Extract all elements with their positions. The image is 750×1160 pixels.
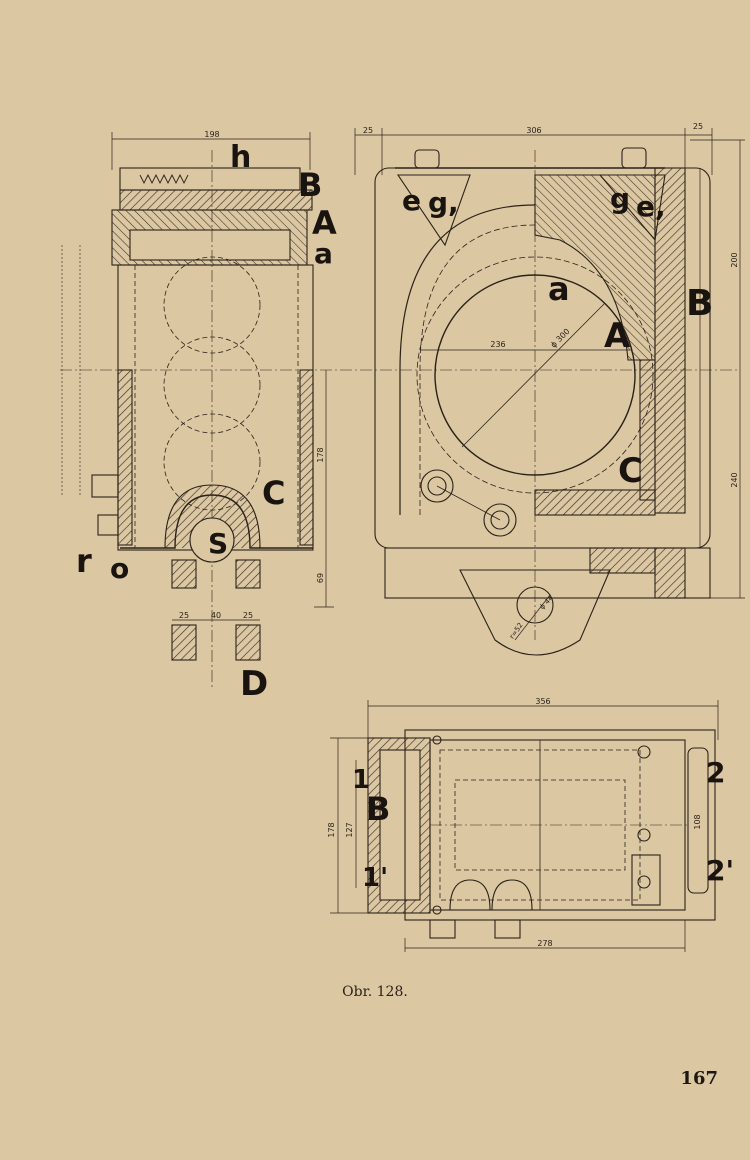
dim-front-height-bottom: 240 (730, 472, 739, 487)
dim-foot-left: 25 (179, 611, 189, 620)
page-number: 167 (680, 1068, 718, 1089)
label-side-D: D (240, 664, 268, 704)
dim-foot-gap: 40 (211, 611, 221, 620)
label-front-e-right: e, (636, 190, 666, 223)
label-side-S: S (208, 527, 228, 560)
dim-side-height-low: 69 (316, 573, 325, 583)
label-side-h: h (230, 140, 251, 175)
dim-front-chord: 236 (490, 340, 505, 349)
label-front-B: B (686, 283, 713, 324)
label-plan-2-prime: 2' (706, 854, 734, 887)
dim-plan-height-inner: 127 (345, 822, 354, 837)
label-front-A: A (604, 316, 631, 356)
figure-caption: Obr. 128. (342, 984, 408, 1000)
dim-plan-height-outer: 178 (327, 822, 336, 837)
dim-side-width-top: 198 (204, 130, 219, 139)
front-view (354, 128, 745, 656)
label-front-a: a (548, 270, 570, 308)
dim-plan-width-top: 356 (535, 697, 550, 706)
label-plan-B: B (366, 790, 390, 828)
label-side-r: r (76, 542, 92, 580)
label-plan-1-prime: 1' (362, 863, 388, 893)
label-side-B: B (298, 166, 322, 204)
dim-plan-width-bottom: 278 (537, 939, 552, 948)
label-front-g-left: g, (428, 186, 459, 219)
side-view (60, 132, 360, 690)
dim-side-height-mid: 178 (316, 447, 325, 462)
dim-front-width-top: 306 (526, 126, 541, 135)
label-front-g-right: g (610, 182, 630, 215)
label-side-C: C (262, 474, 285, 512)
dim-front-radius: ϕ 300 (549, 327, 572, 350)
label-side-A: A (312, 204, 337, 242)
dim-front-height-top: 200 (730, 252, 739, 267)
plan-view (330, 700, 719, 952)
label-plan-1: 1 (352, 765, 370, 795)
label-plan-2: 2 (706, 756, 725, 789)
dim-front-right-margin: 25 (693, 122, 703, 131)
dim-foot-right: 25 (243, 611, 253, 620)
dim-plan-right-height: 108 (693, 814, 702, 829)
label-side-a: a (314, 237, 333, 270)
label-front-e-left: e (402, 184, 421, 217)
dim-front-left-margin: 25 (363, 126, 373, 135)
label-front-C: C (618, 451, 643, 491)
label-side-o: o (110, 552, 129, 585)
